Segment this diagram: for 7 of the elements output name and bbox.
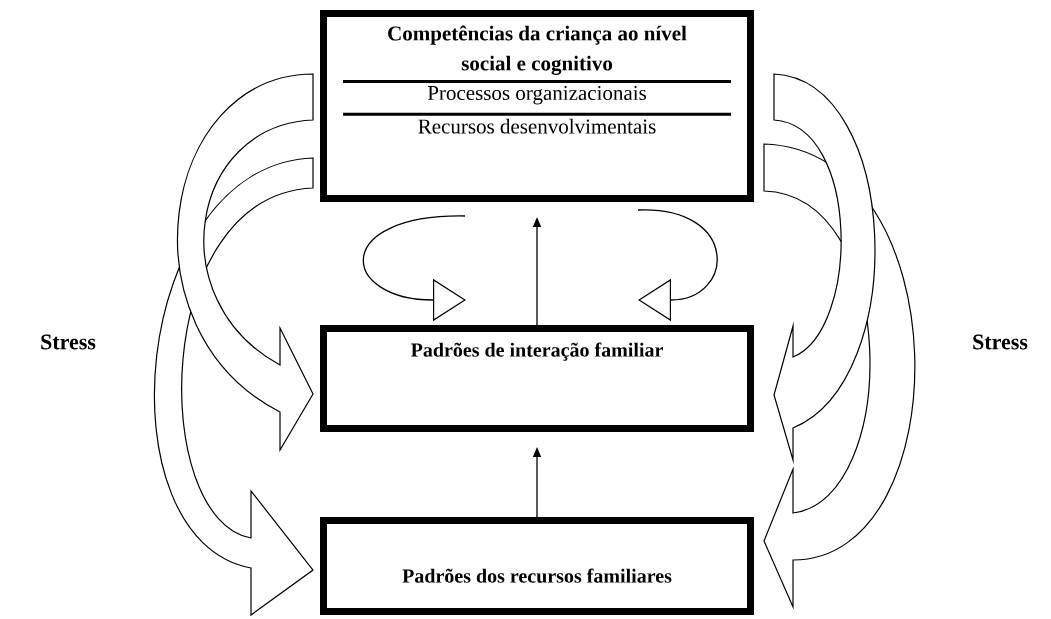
block-arrow bbox=[177, 73, 314, 451]
loop-arrow bbox=[637, 209, 718, 322]
process-box: Padrões de interação familiar bbox=[320, 325, 754, 432]
process-box: Competências da criança ao nível social e cognitivo Processos organizacionais Recursos desenvolvimentais bbox=[320, 10, 754, 202]
stress-label: Stress bbox=[41, 334, 96, 350]
process-box: Padrões dos recursos familiares bbox=[320, 517, 754, 615]
stress-label: Stress bbox=[973, 334, 1028, 350]
